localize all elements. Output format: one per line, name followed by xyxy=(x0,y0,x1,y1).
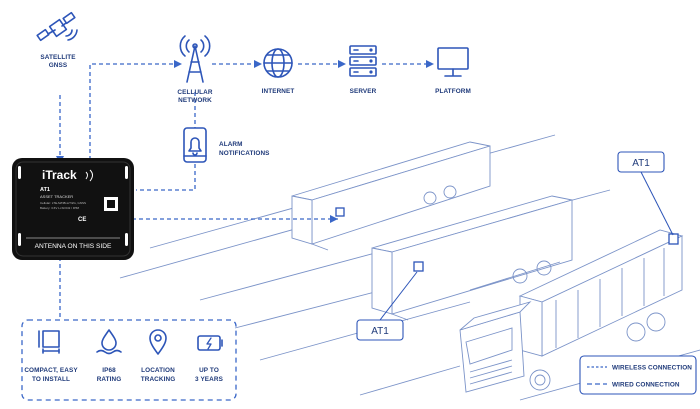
satellite-label-1: SATELLITE xyxy=(40,54,76,61)
trailer-tag-callout: AT1 xyxy=(356,271,418,341)
water-resistant-icon xyxy=(96,329,122,355)
trailer-middle xyxy=(371,195,573,321)
feature-4-line1: UP TO xyxy=(199,367,219,374)
device-spec-2: Battery: 3.6V Li-SOCl2 / IP68 xyxy=(40,206,79,210)
satellite-label-2: GNSS xyxy=(49,62,68,69)
device-brand: iTrack xyxy=(42,168,77,182)
truck-tag-label: AT1 xyxy=(632,158,650,169)
legend-wired-label: WIRED CONNECTION xyxy=(612,382,680,389)
features-frame xyxy=(21,319,237,401)
truck xyxy=(459,229,684,393)
server-icon xyxy=(349,45,377,77)
tracker-on-trailer-rear xyxy=(335,207,345,217)
tracker-device: iTrack AT1 ASSET TRACKER Cellular: LTE-M… xyxy=(12,158,134,260)
feature-compact-icon xyxy=(38,330,60,354)
alarm-label-1: ALARM xyxy=(219,141,243,148)
platform-label: PLATFORM xyxy=(435,88,471,95)
device-spec-1: Cellular: LTE-M/NB-IoT/2G, GNSS xyxy=(40,201,86,205)
cell-tower-icon xyxy=(179,35,211,83)
device-model: AT1 xyxy=(40,187,50,193)
battery-icon xyxy=(197,335,223,351)
device-footer: ANTENNA ON THIS SIDE xyxy=(35,243,112,250)
ce-mark: CE xyxy=(78,217,86,223)
device-subtitle: ASSET TRACKER xyxy=(40,194,73,199)
legend-wireless-label: WIRELESS CONNECTION xyxy=(612,365,692,372)
qr-code-inner xyxy=(107,200,115,208)
monitor-icon xyxy=(437,47,469,77)
alarm-phone-icon xyxy=(183,127,207,163)
legend: WIRELESS CONNECTION WIRED CONNECTION xyxy=(579,355,697,395)
feature-1-line2: TO INSTALL xyxy=(32,376,70,383)
feature-3-line2: TRACKING xyxy=(141,376,176,383)
feature-3-line1: LOCATION xyxy=(141,367,175,374)
connection-lines xyxy=(59,63,430,320)
tracker-on-truck xyxy=(668,233,679,245)
trailer-tag-label: AT1 xyxy=(371,326,389,337)
cellular-label-1: CELLULAR xyxy=(177,89,213,96)
tracker-on-trailer-middle xyxy=(413,261,424,272)
feature-2-line1: IP68 xyxy=(102,367,116,374)
feature-2-line2: RATING xyxy=(97,376,122,383)
server-label: SERVER xyxy=(350,88,377,95)
feature-4-line2: 3 YEARS xyxy=(195,376,224,383)
globe-icon xyxy=(263,48,293,78)
mounting-slots xyxy=(18,166,128,246)
truck-tag-callout: AT1 xyxy=(617,151,674,236)
cellular-label-2: NETWORK xyxy=(178,97,212,104)
satellite-icon xyxy=(36,11,78,42)
feature-1-line1: COMPACT, EASY xyxy=(24,367,78,374)
trailer-rear xyxy=(291,141,491,251)
brand-signal-icon xyxy=(85,169,93,182)
alarm-label-2: NOTIFICATIONS xyxy=(219,150,270,157)
location-pin-icon xyxy=(149,329,167,355)
internet-label: INTERNET xyxy=(262,88,295,95)
